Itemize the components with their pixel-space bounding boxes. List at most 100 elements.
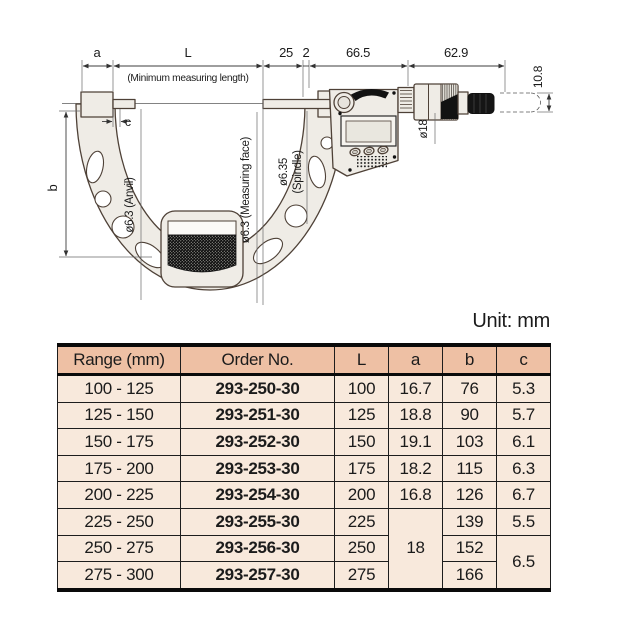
col-header-c: c xyxy=(496,343,551,376)
order-no-cell: 293-256-30 xyxy=(180,534,335,563)
range-cell: 175 - 200 xyxy=(57,454,181,483)
speaker-dot-grid xyxy=(357,156,387,169)
c-cell: 5.5 xyxy=(496,507,551,536)
L-cell: 225 xyxy=(334,507,389,536)
order-no-cell: 293-252-30 xyxy=(180,428,335,456)
c-cell: 5.3 xyxy=(496,374,551,403)
a-cell: 16.7 xyxy=(388,374,443,403)
mode-buttons xyxy=(349,145,389,157)
unit-label: Unit: mm xyxy=(472,310,550,332)
order-no-cell: 293-257-30 xyxy=(180,561,335,592)
dim-label-62-9: 62.9 xyxy=(444,45,468,60)
dim-label-66-5: 66.5 xyxy=(346,45,370,60)
thimble-assembly xyxy=(397,83,541,121)
L-cell: 275 xyxy=(334,561,389,592)
col-header-b: b xyxy=(442,343,497,376)
range-cell: 250 - 275 xyxy=(57,534,181,563)
c-cell: 6.7 xyxy=(496,481,551,509)
spindle-diameter-label: ø6.35 xyxy=(278,158,290,186)
a-cell: 18 xyxy=(388,507,443,592)
knurled-grip-texture xyxy=(167,234,237,273)
col-header-range: Range (mm) xyxy=(57,343,181,376)
b-cell: 115 xyxy=(442,454,497,483)
order-no-cell: 293-253-30 xyxy=(180,454,335,483)
col-header-order-no: Order No. xyxy=(180,343,335,376)
order-no-cell: 293-254-30 xyxy=(180,481,335,509)
heat-shield-grip-pad xyxy=(160,210,244,288)
dim-label-a: a xyxy=(94,45,102,60)
range-cell: 150 - 175 xyxy=(57,428,181,456)
c-cell: 6.5 xyxy=(496,534,551,592)
b-cell: 139 xyxy=(442,507,497,536)
dim-label-L: L xyxy=(185,45,192,60)
range-cell: 100 - 125 xyxy=(57,374,181,403)
clamp-lever xyxy=(351,88,389,101)
extension-lines xyxy=(59,60,553,305)
min-measuring-length-label: (Minimum measuring length) xyxy=(127,73,248,84)
dim-label-10-8: 10.8 xyxy=(531,65,545,88)
a-cell: 18.8 xyxy=(388,401,443,430)
anvil-diameter-label: ø6.3 (Anvil) xyxy=(124,177,136,233)
L-cell: 150 xyxy=(334,428,389,456)
display-unit xyxy=(328,88,399,177)
anvil-rod xyxy=(112,98,136,110)
dim-label-2: 2 xyxy=(303,45,310,60)
c-cell: 5.7 xyxy=(496,401,551,430)
a-cell: 16.8 xyxy=(388,481,443,509)
L-cell: 125 xyxy=(334,401,389,430)
range-cell: 200 - 225 xyxy=(57,481,181,509)
ratchet-ridges xyxy=(473,93,487,114)
dimension-lines xyxy=(63,63,552,257)
L-cell: 100 xyxy=(334,374,389,403)
spindle xyxy=(262,98,331,110)
frame-lightening-holes xyxy=(85,136,334,269)
L-cell: 200 xyxy=(334,481,389,509)
L-cell: 175 xyxy=(334,454,389,483)
micrometer-frame xyxy=(75,90,350,291)
retracted-ratchet-phantom-outline xyxy=(500,92,541,113)
order-no-cell: 293-250-30 xyxy=(180,374,335,403)
a-cell: 19.1 xyxy=(388,428,443,456)
L-cell: 250 xyxy=(334,534,389,563)
anvil-block xyxy=(80,91,114,118)
ratchet-stop xyxy=(467,93,495,114)
thimble-diameter-label: ø18 xyxy=(418,120,430,139)
graduated-sleeve xyxy=(397,86,415,114)
range-cell: 225 - 250 xyxy=(57,507,181,536)
b-cell: 152 xyxy=(442,534,497,563)
dim-label-b: b xyxy=(45,184,60,191)
b-cell: 166 xyxy=(442,561,497,592)
b-cell: 90 xyxy=(442,401,497,430)
a-cell: 18.2 xyxy=(388,454,443,483)
measuring-face-diameter-label: ø6.3 (Measuring face) xyxy=(240,136,252,243)
order-no-cell: 293-251-30 xyxy=(180,401,335,430)
range-cell: 125 - 150 xyxy=(57,401,181,430)
col-header-a: a xyxy=(388,343,443,376)
dim-label-c: c xyxy=(125,115,131,129)
dim-label-25: 25 xyxy=(279,45,293,60)
micrometer-diagram: a L (Minimum measuring length) 25 2 66.5… xyxy=(45,45,553,305)
col-header-L: L xyxy=(334,343,389,376)
table-header-row: Range (mm) Order No. L a b c xyxy=(57,343,551,376)
range-cell: 275 - 300 xyxy=(57,561,181,592)
case-screws xyxy=(338,91,397,172)
b-cell: 103 xyxy=(442,428,497,456)
b-cell: 126 xyxy=(442,481,497,509)
b-cell: 76 xyxy=(442,374,497,403)
ratchet-step xyxy=(457,91,469,115)
spindle-label: (Spindle) xyxy=(292,150,304,194)
sleeve-graduations xyxy=(400,90,412,109)
c-cell: 6.1 xyxy=(496,428,551,456)
c-cell: 6.3 xyxy=(496,454,551,483)
order-no-cell: 293-255-30 xyxy=(180,507,335,536)
